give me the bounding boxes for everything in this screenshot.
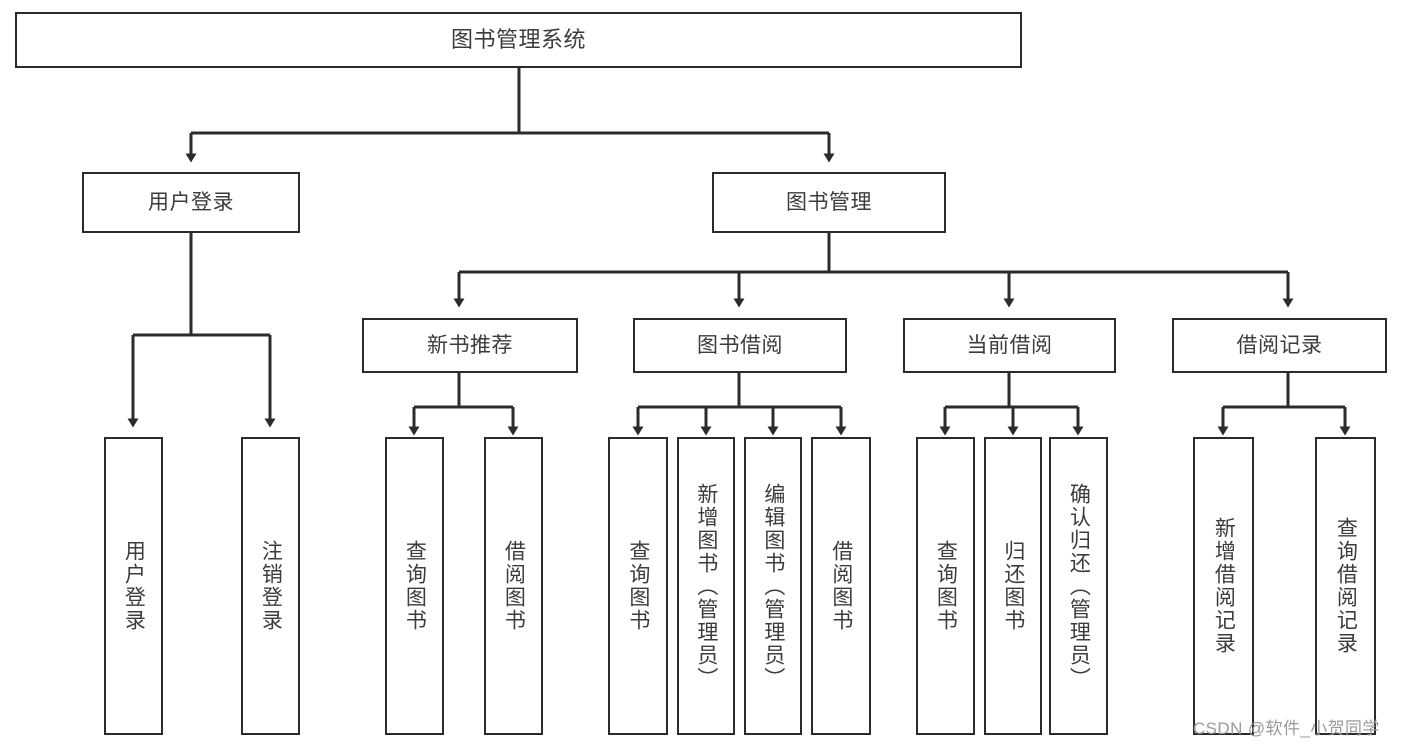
leaf-label: 新增图书（管理员） [694, 482, 718, 690]
leaf-label: 注销登录 [259, 540, 283, 632]
leaf-book-borrow-add[interactable]: 新增图书（管理员） [677, 437, 735, 735]
leaf-label: 查询图书 [626, 540, 650, 632]
leaf-borrow-record-add[interactable]: 新增借阅记录 [1193, 437, 1254, 735]
leaf-label: 用户登录 [122, 540, 146, 632]
leaf-current-borrow-confirm[interactable]: 确认归还（管理员） [1049, 437, 1108, 735]
node-new-book-recommend[interactable]: 新书推荐 [362, 318, 578, 373]
node-borrow-records[interactable]: 借阅记录 [1172, 318, 1387, 373]
leaf-new-book-borrow[interactable]: 借阅图书 [484, 437, 543, 735]
leaf-label: 编辑图书（管理员） [761, 482, 785, 690]
leaf-current-borrow-query[interactable]: 查询图书 [916, 437, 975, 735]
leaf-label: 借阅图书 [502, 540, 526, 632]
leaf-borrow-record-query[interactable]: 查询借阅记录 [1315, 437, 1376, 735]
leaf-label: 确认归还（管理员） [1067, 482, 1091, 690]
leaf-current-borrow-return[interactable]: 归还图书 [984, 437, 1042, 735]
leaf-book-borrow-lend[interactable]: 借阅图书 [811, 437, 871, 735]
node-user-login[interactable]: 用户登录 [82, 172, 300, 233]
leaf-new-book-query[interactable]: 查询图书 [385, 437, 444, 735]
csdn-watermark: CSDN @软件_小贺同学 [1193, 719, 1380, 738]
leaf-label: 查询图书 [403, 540, 427, 632]
leaf-user-login-signin[interactable]: 用户登录 [104, 437, 163, 735]
leaf-label: 新增借阅记录 [1212, 517, 1236, 655]
node-current-borrow[interactable]: 当前借阅 [903, 318, 1116, 373]
node-root-system[interactable]: 图书管理系统 [15, 12, 1022, 68]
leaf-label: 查询借阅记录 [1334, 517, 1358, 655]
leaf-label: 查询图书 [934, 540, 958, 632]
node-book-management[interactable]: 图书管理 [712, 172, 946, 233]
leaf-book-borrow-query[interactable]: 查询图书 [608, 437, 668, 735]
leaf-user-login-signout[interactable]: 注销登录 [241, 437, 300, 735]
leaf-label: 借阅图书 [829, 540, 853, 632]
leaf-label: 归还图书 [1001, 540, 1025, 632]
leaf-book-borrow-edit[interactable]: 编辑图书（管理员） [744, 437, 802, 735]
node-book-borrow[interactable]: 图书借阅 [633, 318, 847, 373]
